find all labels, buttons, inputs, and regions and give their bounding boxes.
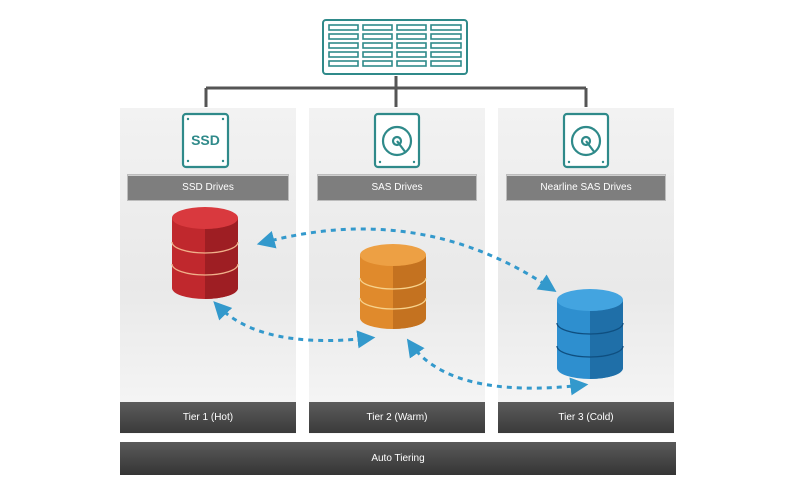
ssd-drive-icon: SSD [181,112,230,169]
drive-label-ssd: SSD Drives [128,175,288,200]
connector-lines [204,76,588,107]
cold-data-cylinder [556,289,624,379]
hot-cold-arrow [256,227,557,293]
warm-data-cylinder [359,244,427,329]
hot-data-cylinder [171,207,239,299]
hot-warm-arrow [213,301,376,349]
ssd-icon-text: SSD [191,132,220,148]
tier-2-label: Tier 2 (Warm) [309,402,485,433]
tier-3-label: Tier 3 (Cold) [498,402,674,433]
drive-label-sas: SAS Drives [318,175,476,200]
hard-disk-icon [373,112,421,169]
storage-array-icon [322,19,468,75]
auto-tiering-bar: Auto Tiering [120,442,676,475]
migration-arrows [213,227,589,396]
drive-label-nearline-sas: Nearline SAS Drives [507,175,665,200]
tier-1-label: Tier 1 (Hot) [120,402,296,433]
hard-disk-icon [562,112,610,169]
